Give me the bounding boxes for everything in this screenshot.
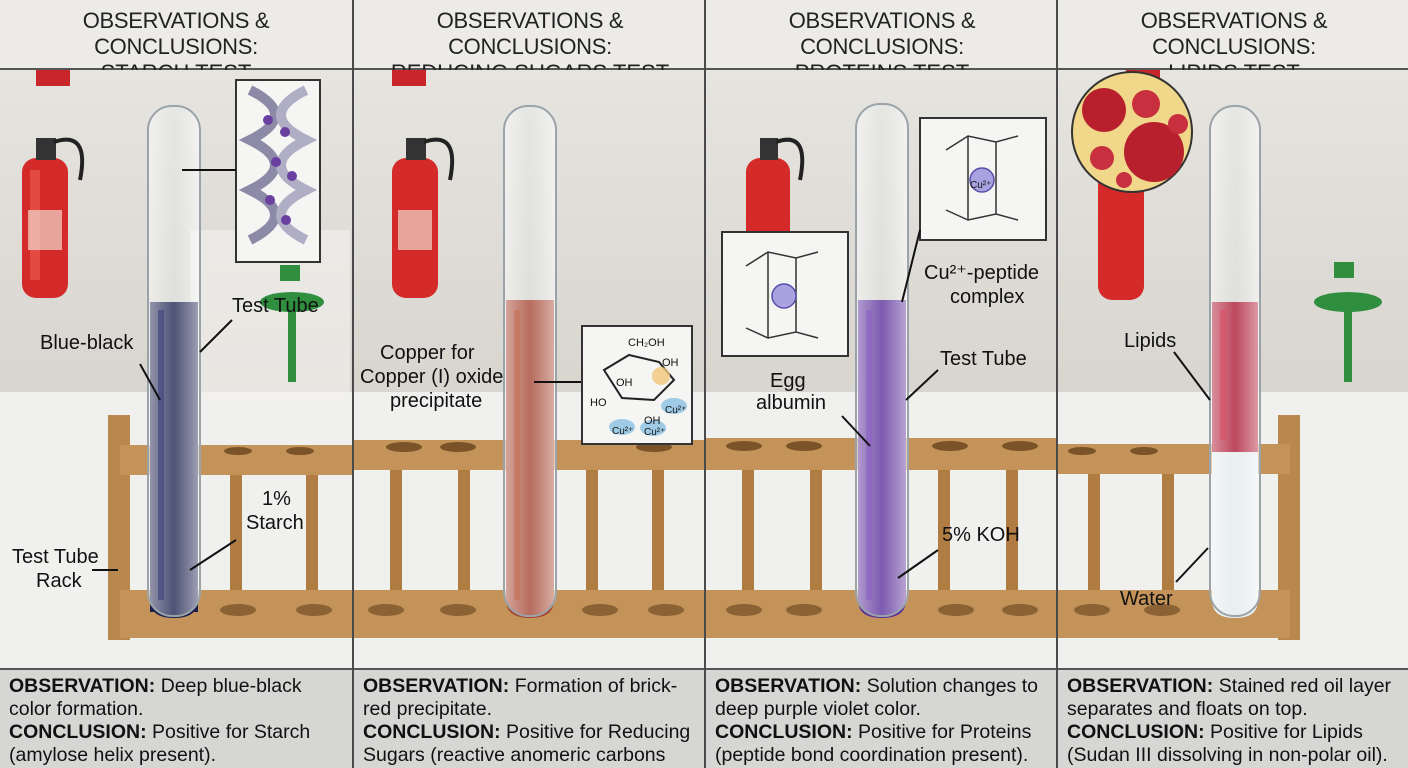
label-egg-line1: Egg: [770, 370, 806, 392]
biuret-complex-inset-top: [919, 117, 1047, 241]
observation-text: Formation of brick-red precipitate.: [363, 675, 678, 720]
panel-header: OBSERVATIONS & CONCLUSIONS: STARCH TEST: [0, 0, 352, 85]
label-starch-pct: 1%: [262, 488, 291, 510]
eyewash-station-icon: [1314, 262, 1382, 382]
label-complex-line2: complex: [950, 286, 1025, 308]
panel-footer: OBSERVATION: Deep blue-black color forma…: [0, 668, 352, 768]
koh-leader: [897, 549, 939, 579]
test-tube: [1209, 105, 1261, 618]
observation-label: OBSERVATION:: [9, 675, 156, 697]
conclusion-text: Positive for Starch (amylose helix prese…: [9, 721, 311, 766]
egg-albumin-leader: [841, 415, 871, 447]
panel-lipids: OBSERVATIONS & CONCLUSIONS: LIPIDS TEST: [1056, 0, 1408, 768]
lab-scene: Copper for Copper (I) oxide precipitate …: [354, 70, 706, 668]
chem-cu-2: Cu²⁺: [644, 427, 666, 438]
label-lipids: Lipids: [1124, 330, 1177, 352]
panel-header: OBSERVATIONS & CONCLUSIONS: LIPIDS TEST: [1058, 0, 1408, 85]
panel-title-line1: OBSERVATIONS & CONCLUSIONS:: [788, 8, 976, 59]
fire-extinguisher-icon: [392, 137, 455, 298]
test-tube: [147, 105, 201, 618]
conclusion-text: Positive for Reducing Sugars (reactive a…: [363, 721, 691, 768]
conclusion-text: Positive for Lipids (Sudan III dissolvin…: [1067, 721, 1388, 766]
observation-label: OBSERVATION:: [715, 675, 862, 697]
cu-center-label: Cu²⁺: [970, 180, 992, 191]
observation-text: Solution changes to deep purple violet c…: [715, 675, 1038, 720]
test-tube: [855, 103, 909, 618]
label-copper-line2: Copper (I) oxide: [360, 366, 504, 388]
observation-label: OBSERVATION:: [1067, 675, 1214, 697]
chem-cu-3: Cu²⁺: [665, 405, 687, 416]
lab-scene: Cu²⁺ Cu²⁺-peptide complex Test Tube Egg …: [706, 70, 1058, 668]
proteins-illustration: [706, 70, 1058, 668]
lab-scene: Blue-black Test Tube 1% Starch Test Tube…: [0, 70, 352, 668]
chem-oh-1: OH: [662, 357, 679, 369]
label-complex-line1: Cu²⁺-peptide: [924, 262, 1040, 284]
exit-sign-icon: [392, 70, 426, 86]
conclusion-label: CONCLUSION:: [1067, 721, 1205, 743]
panel-proteins: OBSERVATIONS & CONCLUSIONS: PROTEINS TES…: [704, 0, 1058, 768]
panel-starch: OBSERVATIONS & CONCLUSIONS: STARCH TEST: [0, 0, 352, 768]
conclusion-text: Positive for Proteins (peptide bond coor…: [715, 721, 1032, 766]
conclusion-label: CONCLUSION:: [9, 721, 147, 743]
lipid-droplets-inset: [1071, 71, 1193, 193]
label-egg-line2: albumin: [756, 392, 827, 414]
label-test-tube: Test Tube: [940, 348, 1027, 370]
label-rack-line2: Rack: [36, 570, 82, 592]
label-koh: 5% KOH: [942, 524, 1020, 546]
label-water: Water: [1120, 588, 1173, 610]
lab-scene: Lipids Water: [1058, 70, 1408, 668]
fire-extinguisher-icon: [1098, 170, 1144, 300]
panel-footer: OBSERVATION: Formation of brick-red prec…: [354, 668, 706, 768]
chem-oh-3: OH: [644, 415, 661, 427]
panel-header: OBSERVATIONS & CONCLUSIONS: PROTEINS TES…: [706, 0, 1058, 85]
panel-title-line1: OBSERVATIONS & CONCLUSIONS:: [82, 8, 270, 59]
chem-ho: HO: [590, 397, 607, 409]
lipids-illustration: [1058, 70, 1408, 668]
label-starch: Starch: [246, 512, 304, 534]
label-copper-line3: precipitate: [390, 390, 483, 412]
observation-label: OBSERVATION:: [363, 675, 510, 697]
test-tube: [503, 105, 557, 618]
label-blue-black: Blue-black: [40, 332, 134, 354]
chem-ch2oh: CH₂OH: [628, 337, 665, 349]
chem-oh-2: OH: [616, 377, 633, 389]
panel-title-line1: OBSERVATIONS & CONCLUSIONS:: [436, 8, 624, 59]
fire-extinguisher-icon: [22, 137, 85, 298]
label-test-tube: Test Tube: [232, 295, 319, 317]
label-rack-line1: Test Tube: [12, 546, 99, 568]
starch-leader: [189, 539, 237, 571]
water-leader: [1175, 547, 1209, 583]
blue-black-leader: [139, 363, 161, 401]
chem-cu-1: Cu²⁺: [612, 426, 634, 437]
label-copper-line1: Copper for: [380, 342, 475, 364]
amylose-helix-inset: [235, 79, 321, 263]
starch-illustration: [0, 70, 352, 668]
conclusion-label: CONCLUSION:: [715, 721, 853, 743]
lipids-leader: [1173, 351, 1211, 401]
glucose-ring-inset: [581, 325, 693, 445]
conclusion-label: CONCLUSION:: [363, 721, 501, 743]
panel-header: OBSERVATIONS & CONCLUSIONS: REDUCING SUG…: [354, 0, 706, 85]
test-tube-leader: [199, 319, 233, 353]
panel-footer: OBSERVATION: Stained red oil layer separ…: [1058, 668, 1408, 768]
panel-reducing-sugars: OBSERVATIONS & CONCLUSIONS: REDUCING SUG…: [352, 0, 706, 768]
eyewash-station-icon: [260, 265, 324, 382]
panel-title-line1: OBSERVATIONS & CONCLUSIONS:: [1140, 8, 1328, 59]
observation-text: Deep blue-black color formation.: [9, 675, 302, 720]
biuret-complex-inset-left: [721, 231, 849, 357]
panel-footer: OBSERVATION: Solution changes to deep pu…: [706, 668, 1058, 768]
observation-text: Stained red oil layer separates and floa…: [1067, 675, 1392, 720]
reducing-sugars-illustration: [354, 70, 706, 668]
complex-leader-top: [901, 229, 921, 303]
test-tube-leader: [905, 369, 939, 401]
exit-sign-icon: [36, 70, 70, 86]
